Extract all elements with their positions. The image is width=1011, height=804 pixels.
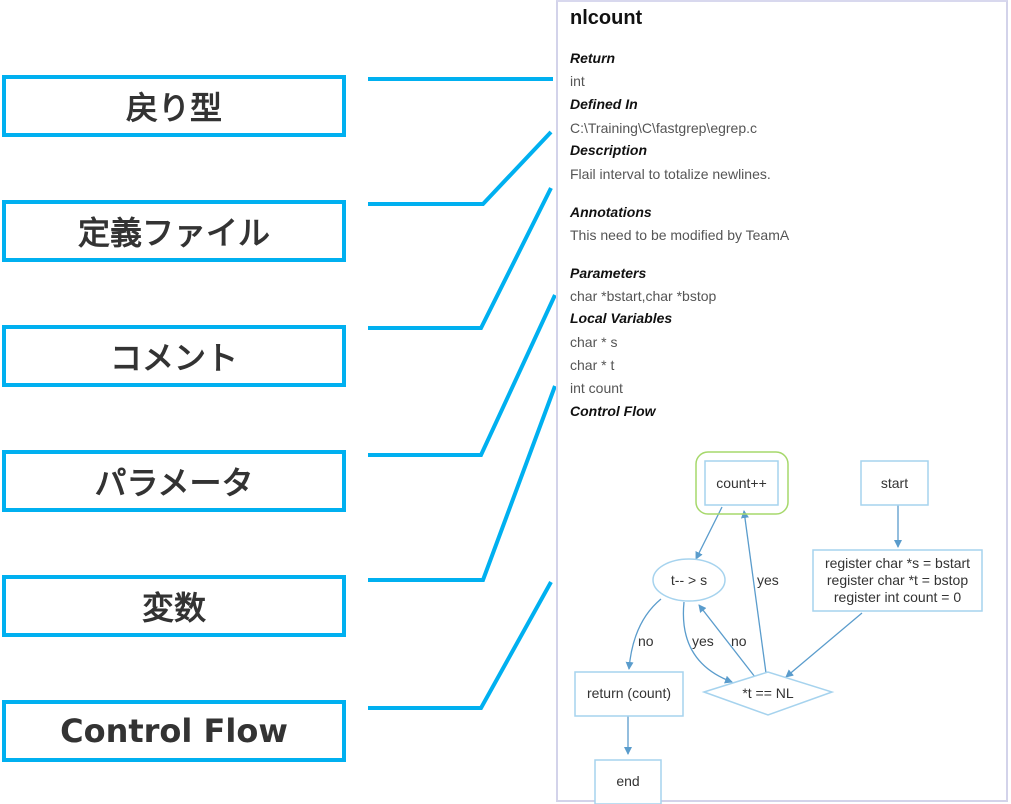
- node-loop-cond[interactable]: [652, 558, 726, 602]
- connector-parameters: [368, 294, 557, 457]
- control-flow-heading: Control Flow: [570, 403, 656, 419]
- label-text: パラメータ: [94, 464, 254, 502]
- node-start-label: start: [881, 475, 908, 491]
- edge-count-to-loop: [695, 506, 723, 560]
- annotations-value: This need to be modified by TeamA: [570, 227, 790, 243]
- label-return-type: 戻り型: [2, 75, 346, 137]
- node-return[interactable]: [574, 671, 684, 717]
- edge-label-nl-no: no: [731, 633, 747, 649]
- connector-control-flow: [368, 581, 553, 710]
- node-end-label: end: [616, 773, 639, 789]
- local-variables-heading: Local Variables: [570, 310, 673, 326]
- label-parameters: パラメータ: [2, 450, 346, 512]
- defined-in-heading: Defined In: [570, 96, 638, 112]
- edge-label-loop-no: no: [638, 633, 654, 649]
- node-init-line: register char *t = bstop: [827, 572, 968, 588]
- local-variable: char * s: [570, 334, 618, 350]
- label-text: 定義ファイル: [77, 214, 270, 252]
- description-heading: Description: [570, 142, 648, 158]
- description-value: Flail interval to totalize newlines.: [570, 166, 771, 182]
- connector-comment: [368, 187, 553, 330]
- annotations-heading: Annotations: [570, 204, 652, 220]
- parameters-heading: Parameters: [570, 265, 647, 281]
- control-flow-diagram: count++ start register char *s = bstart …: [574, 451, 983, 804]
- connector-variables: [368, 385, 557, 582]
- node-start[interactable]: [860, 460, 929, 506]
- edge-nlcond-no-to-loop: [698, 604, 756, 678]
- label-text: 変数: [141, 589, 206, 627]
- connector-defined-file: [368, 130, 553, 206]
- label-comment: コメント: [2, 325, 346, 387]
- node-return-label: return (count): [587, 685, 671, 701]
- label-variables: 変数: [2, 575, 346, 637]
- local-variable: char * t: [570, 357, 615, 373]
- node-count-inc-label: count++: [716, 475, 767, 491]
- edge-init-to-nlcond: [785, 612, 863, 678]
- edge-label-nl-yes: yes: [757, 572, 779, 588]
- node-init-line: register int count = 0: [834, 589, 961, 605]
- node-loop-cond-label: t-- > s: [671, 572, 707, 588]
- label-defined-file: 定義ファイル: [2, 200, 346, 262]
- node-end[interactable]: [594, 759, 662, 804]
- node-count-inc[interactable]: [704, 460, 779, 506]
- function-detail-panel: nlcount Return int Defined In C:\Trainin…: [556, 0, 1008, 804]
- label-text: Control Flow: [60, 712, 288, 750]
- edge-loop-yes-to-nlcond: [682, 601, 733, 684]
- label-text: 戻り型: [125, 89, 222, 127]
- label-control-flow: Control Flow: [2, 700, 346, 762]
- node-nl-cond[interactable]: [701, 671, 835, 716]
- edge-loop-no-to-return: [625, 598, 662, 670]
- edge-label-loop-yes: yes: [692, 633, 714, 649]
- function-name: nlcount: [570, 7, 643, 29]
- return-value: int: [570, 73, 585, 89]
- parameters-value: char *bstart,char *bstop: [570, 288, 717, 304]
- local-variable: int count: [570, 380, 623, 396]
- node-highlight-ring: [695, 451, 789, 515]
- node-nl-cond-label: *t == NL: [742, 685, 794, 701]
- defined-in-value: C:\Training\C\fastgrep\egrep.c: [570, 120, 758, 136]
- node-init-line: register char *s = bstart: [825, 555, 970, 571]
- edge-nlcond-yes-to-count: [740, 510, 767, 674]
- label-text: コメント: [109, 339, 238, 377]
- node-init[interactable]: [812, 549, 983, 612]
- return-heading: Return: [570, 50, 616, 66]
